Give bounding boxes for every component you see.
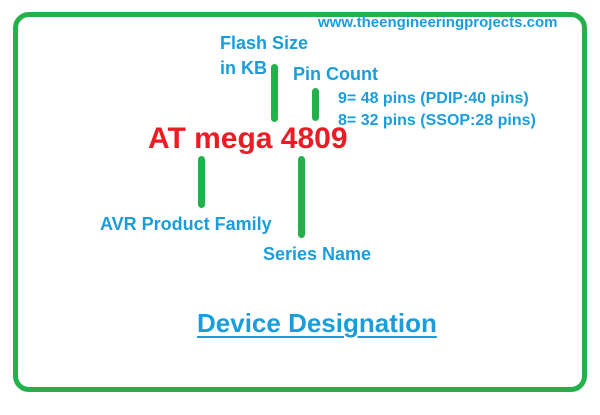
series-name-label: Series Name [263, 244, 372, 264]
device-name-text: AT mega 4809 [148, 122, 348, 155]
series-name-connector-line [298, 156, 305, 238]
avr-product-family-label: AVR Product Family [100, 214, 272, 234]
pin-count-detail-9: 9= 48 pins (PDIP:40 pins) [338, 90, 529, 107]
watermark-url: www.theengineeringprojects.com [318, 14, 558, 31]
avr-family-connector-line [198, 156, 205, 208]
flash-size-connector-line [271, 64, 278, 122]
page-title: Device Designation [197, 308, 437, 338]
flash-size-label-line1: Flash Size [220, 33, 309, 53]
pin-count-label: Pin Count [293, 64, 378, 84]
pin-count-connector-line [312, 88, 319, 121]
flash-size-label-line2: in KB [220, 58, 267, 78]
flash-size-label: Flash Size in KB [220, 31, 308, 81]
diagram-border-frame [13, 12, 587, 392]
pin-count-detail-8: 8= 32 pins (SSOP:28 pins) [338, 112, 536, 129]
pin-count-details: 9= 48 pins (PDIP:40 pins) 8= 32 pins (SS… [338, 88, 536, 132]
